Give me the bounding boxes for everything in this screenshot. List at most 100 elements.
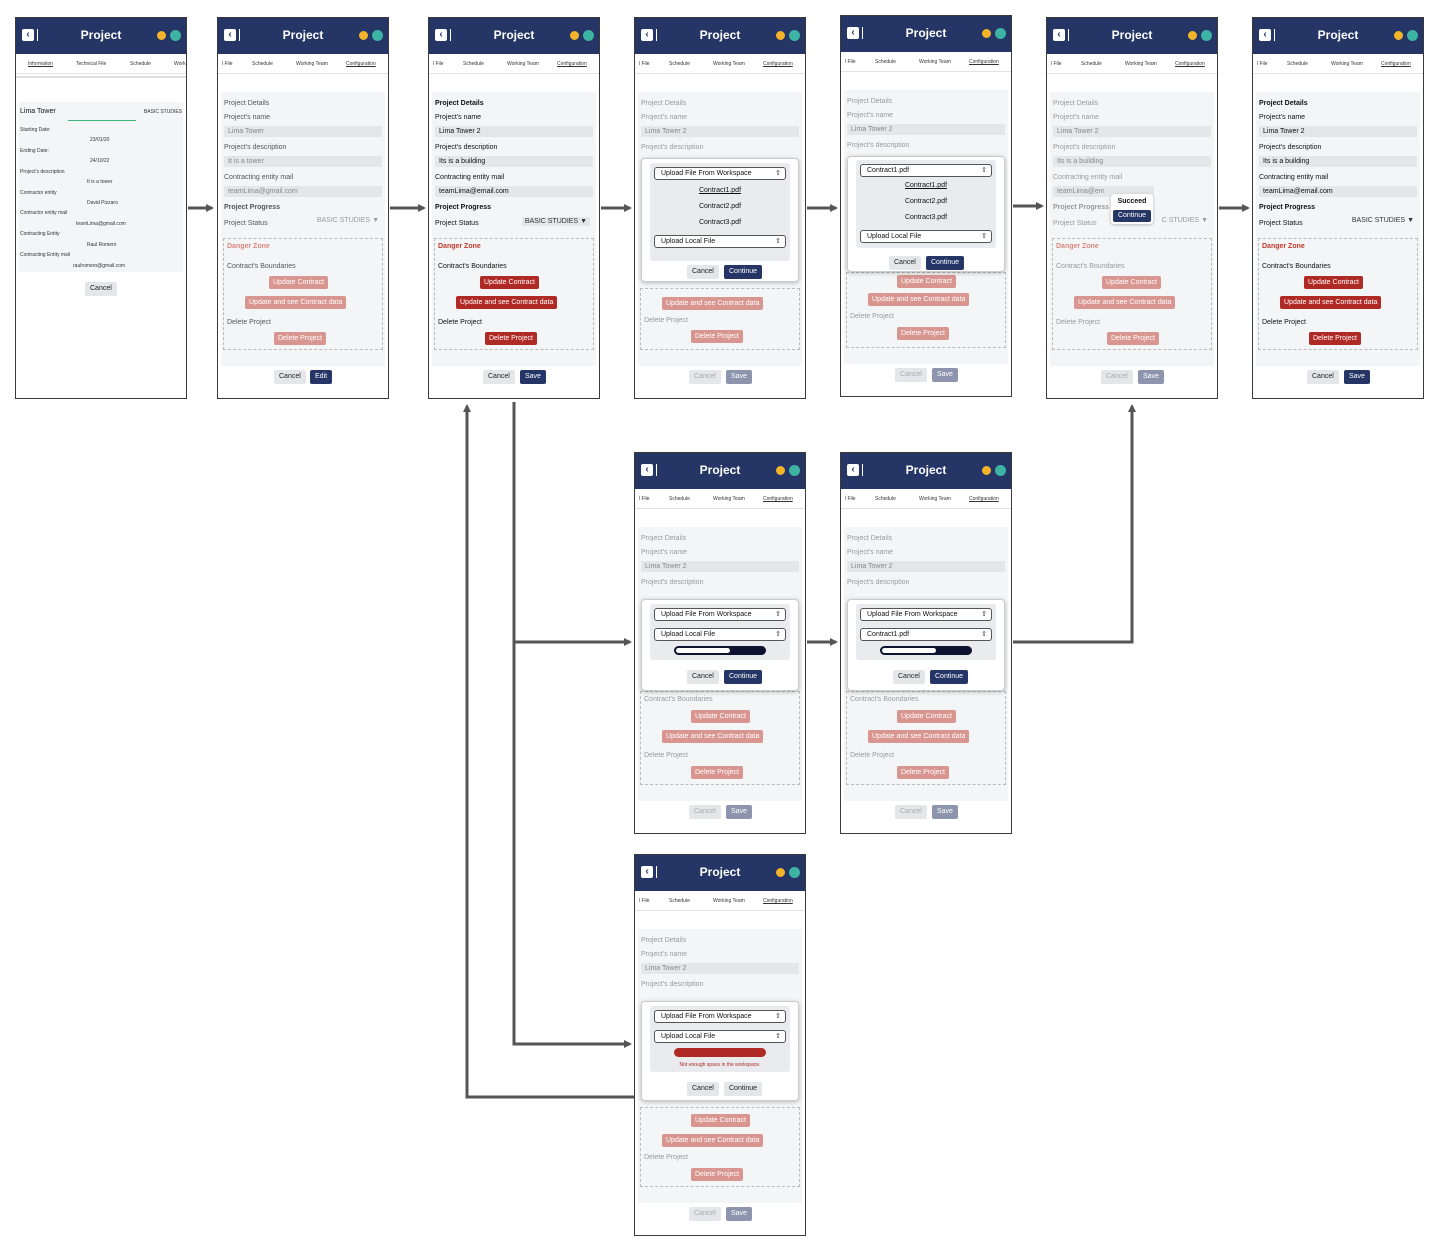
status-select[interactable]: BASIC STUDIES ▼: [1352, 217, 1414, 224]
contracting-mail-input[interactable]: teamLima@email.com: [435, 186, 593, 197]
modal-cancel-button[interactable]: Cancel: [687, 1082, 719, 1096]
user-icon[interactable]: [1201, 30, 1212, 41]
bell-icon[interactable]: [775, 30, 786, 41]
bell-icon[interactable]: [775, 465, 786, 476]
tab-working-team[interactable]: Working Team: [296, 61, 328, 67]
modal-continue-button[interactable]: Continue: [724, 265, 763, 279]
modal-continue-button[interactable]: Continue: [926, 256, 965, 270]
bell-icon[interactable]: [775, 867, 786, 878]
update-contract-button[interactable]: Update Contract: [1304, 276, 1363, 289]
tab-schedule[interactable]: Schedule: [669, 61, 690, 67]
tab-technical-file[interactable]: l File: [222, 61, 233, 67]
update-contract-button[interactable]: Update Contract: [480, 276, 539, 289]
modal-continue-button[interactable]: Continue: [930, 670, 969, 684]
file-item[interactable]: Contract1.pdf: [698, 187, 742, 194]
user-icon[interactable]: [1407, 30, 1418, 41]
project-name-input[interactable]: Lima Tower 2: [1259, 126, 1417, 137]
project-description-input[interactable]: Its is a building: [1259, 156, 1417, 167]
project-description-input[interactable]: Its is a building: [435, 156, 593, 167]
bell-icon[interactable]: [1393, 30, 1404, 41]
tab-technical-file[interactable]: l File: [639, 496, 650, 502]
user-icon[interactable]: [170, 30, 181, 41]
tab-configuration[interactable]: Configuration: [763, 496, 793, 502]
tab-configuration[interactable]: Configuration: [763, 61, 793, 67]
tab-working-team[interactable]: Working Team: [919, 496, 951, 502]
status-select[interactable]: BASIC STUDIES ▼: [521, 217, 590, 226]
upload-local-button[interactable]: Upload Local File⇧: [654, 628, 786, 641]
cancel-button[interactable]: Cancel: [274, 370, 306, 384]
cancel-button[interactable]: Cancel: [85, 282, 117, 296]
modal-cancel-button[interactable]: Cancel: [687, 265, 719, 279]
upload-workspace-button[interactable]: Upload File From Workspace⇧: [654, 1010, 786, 1023]
user-icon[interactable]: [995, 465, 1006, 476]
delete-project-button[interactable]: Delete Project: [485, 332, 537, 345]
tab-configuration[interactable]: Configuration: [969, 59, 999, 65]
tab-technical-file[interactable]: Technical File: [76, 61, 107, 67]
file-item[interactable]: Contract1.pdf: [904, 182, 948, 189]
update-see-contract-button[interactable]: Update and see Contract data: [456, 296, 558, 309]
tab-configuration[interactable]: Configuration: [969, 496, 999, 502]
back-icon[interactable]: ‹: [22, 29, 34, 41]
tab-working-team[interactable]: Working Team: [713, 496, 745, 502]
user-icon[interactable]: [789, 867, 800, 878]
project-name-input[interactable]: Lima Tower 2: [435, 126, 593, 137]
bell-icon[interactable]: [156, 30, 167, 41]
user-icon[interactable]: [995, 28, 1006, 39]
modal-cancel-button[interactable]: Cancel: [893, 670, 925, 684]
modal-cancel-button[interactable]: Cancel: [687, 670, 719, 684]
file-item[interactable]: Contract2.pdf: [904, 198, 948, 205]
tab-configuration[interactable]: Configuration: [1175, 61, 1205, 67]
file-item[interactable]: Contract3.pdf: [904, 214, 948, 221]
tab-working-team[interactable]: Working Team: [713, 898, 745, 904]
save-button[interactable]: Save: [520, 370, 546, 384]
bell-icon[interactable]: [569, 30, 580, 41]
file-item[interactable]: Contract2.pdf: [698, 203, 742, 210]
upload-workspace-button[interactable]: Upload File From Workspace⇧: [654, 167, 786, 180]
upload-local-button[interactable]: Upload Local File⇧: [654, 1030, 786, 1043]
tab-information[interactable]: Information: [28, 61, 54, 67]
back-icon[interactable]: ‹: [641, 29, 653, 41]
tab-technical-file[interactable]: l File: [639, 61, 650, 67]
tab-schedule[interactable]: Schedule: [130, 61, 151, 67]
edit-button[interactable]: Edit: [310, 370, 333, 384]
tab-configuration[interactable]: Configuration: [763, 898, 793, 904]
tab-technical-file[interactable]: l File: [639, 898, 650, 904]
tab-working-team[interactable]: Working Team: [507, 61, 539, 67]
back-icon[interactable]: ‹: [1053, 29, 1065, 41]
bell-icon[interactable]: [358, 30, 369, 41]
tab-schedule[interactable]: Schedule: [875, 496, 896, 502]
file-item[interactable]: Contract3.pdf: [698, 219, 742, 226]
tab-technical-file[interactable]: l File: [845, 496, 856, 502]
tab-technical-file[interactable]: l File: [433, 61, 444, 67]
tab-working-team[interactable]: Working Team: [1125, 61, 1157, 67]
user-icon[interactable]: [789, 30, 800, 41]
back-icon[interactable]: ‹: [847, 27, 859, 39]
back-icon[interactable]: ‹: [641, 464, 653, 476]
back-icon[interactable]: ‹: [641, 866, 653, 878]
tab-schedule[interactable]: Schedule: [463, 61, 484, 67]
tab-configuration[interactable]: Configuration: [557, 61, 587, 67]
contracting-mail-input[interactable]: teamLima@email.com: [1259, 186, 1417, 197]
tab-technical-file[interactable]: l File: [1051, 61, 1062, 67]
bell-icon[interactable]: [981, 28, 992, 39]
upload-workspace-button[interactable]: Upload File From Workspace⇧: [654, 608, 786, 621]
selected-file-field[interactable]: Contract1.pdf⇧: [860, 628, 992, 641]
delete-project-button[interactable]: Delete Project: [1309, 332, 1361, 345]
update-see-contract-button[interactable]: Update and see Contract data: [1280, 296, 1382, 309]
bell-icon[interactable]: [1187, 30, 1198, 41]
tab-working-team[interactable]: Working Team: [919, 59, 951, 65]
tab-schedule[interactable]: Schedule: [1081, 61, 1102, 67]
tab-schedule[interactable]: Schedule: [252, 61, 273, 67]
tab-configuration[interactable]: Configuration: [346, 61, 376, 67]
toast-continue-button[interactable]: Continue: [1113, 210, 1151, 222]
back-icon[interactable]: ‹: [435, 29, 447, 41]
modal-continue-button[interactable]: Continue: [724, 670, 763, 684]
user-icon[interactable]: [372, 30, 383, 41]
back-icon[interactable]: ‹: [224, 29, 236, 41]
tab-schedule[interactable]: Schedule: [669, 898, 690, 904]
cancel-button[interactable]: Cancel: [483, 370, 515, 384]
tab-technical-file[interactable]: l File: [845, 59, 856, 65]
tab-technical-file[interactable]: l File: [1257, 61, 1268, 67]
tab-configuration[interactable]: Configuration: [1381, 61, 1411, 67]
bell-icon[interactable]: [981, 465, 992, 476]
